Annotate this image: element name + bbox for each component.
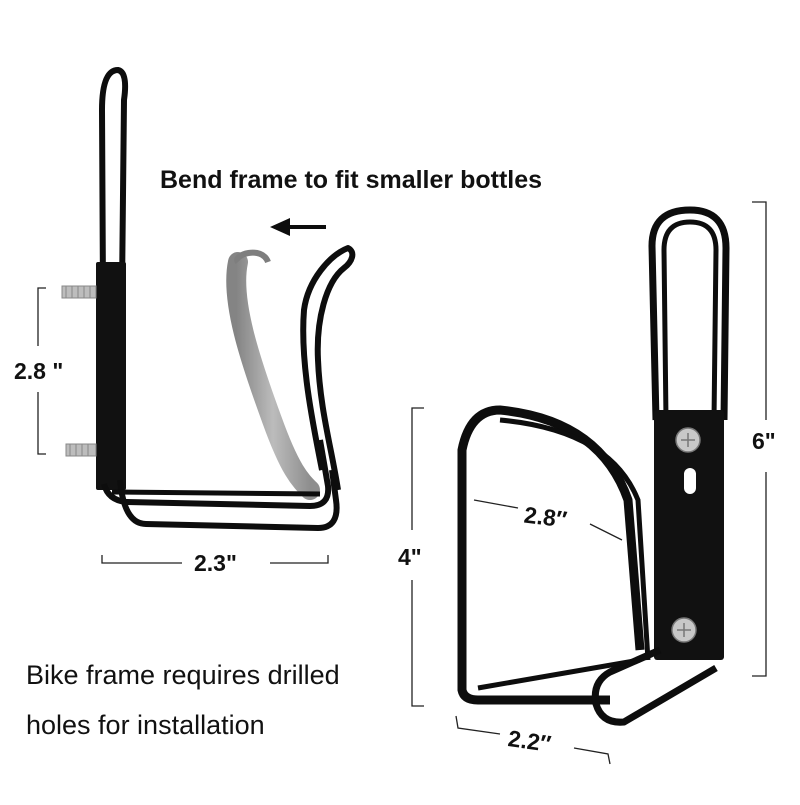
bend-instruction-heading: Bend frame to fit smaller bottles	[160, 166, 543, 194]
front-cage-height-label: 4"	[398, 544, 422, 570]
side-width-label: 2.3"	[194, 550, 237, 576]
mount-plate	[96, 262, 126, 490]
back-post	[99, 67, 129, 481]
dimension-lines-side	[37, 287, 329, 564]
side-view-cage	[61, 67, 356, 532]
front-depth-label: 2.2″	[506, 725, 553, 757]
installation-note-line-1: Bike frame requires drilled	[26, 660, 340, 690]
top-loop	[648, 206, 730, 421]
side-bolt-spacing-label: 2.8 "	[14, 358, 64, 384]
bottom-loop	[101, 439, 332, 510]
installation-note-line-2: holes for installation	[26, 710, 265, 740]
front-arm	[300, 245, 356, 491]
front-view-cage	[457, 206, 730, 726]
mount-plate-front	[654, 410, 724, 660]
dimension-lines-front	[411, 201, 767, 765]
left-arrow-icon	[270, 218, 326, 236]
cage-body	[457, 405, 645, 705]
front-inner-width-label: 2.8″	[522, 501, 569, 533]
bolt-icon	[61, 285, 97, 457]
bent-frame-ghost	[226, 252, 320, 500]
total-height-label: 6"	[752, 428, 776, 454]
